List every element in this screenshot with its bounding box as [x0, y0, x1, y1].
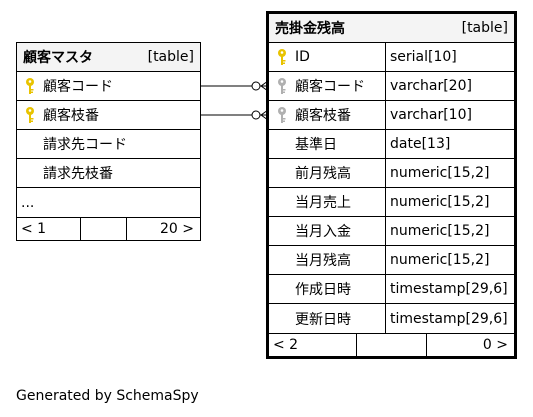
table-row[interactable]: ... — [17, 188, 200, 217]
column-type: varchar[10] — [385, 101, 514, 129]
receivable-table-name: 売掛金残高 — [275, 21, 345, 37]
customer-parents-count[interactable]: < 1 — [21, 221, 47, 237]
column-type: numeric[15,2] — [385, 246, 514, 274]
column-type: varchar[20] — [385, 72, 514, 100]
customer-master-table[interactable]: 顧客マスタ [table] 顧客コード顧客枝番請求先コード請求先枝番... < … — [16, 42, 201, 241]
customer-table-type: [table] — [147, 49, 194, 65]
customer-children-count[interactable]: 20 > — [160, 221, 194, 237]
receivable-children-count[interactable]: 0 > — [482, 337, 508, 353]
relationship-customer-code — [201, 80, 269, 92]
primary-key-icon — [275, 48, 289, 66]
foreign-key-icon — [275, 106, 289, 124]
relationship-customer-branch — [201, 109, 269, 121]
column-type: numeric[15,2] — [385, 188, 514, 216]
column-name: 当月売上 — [295, 195, 351, 211]
column-type: numeric[15,2] — [385, 217, 514, 245]
table-row[interactable]: 更新日時 timestamp[29,6] — [269, 304, 514, 333]
column-name-cell: 当月売上 — [269, 188, 385, 216]
table-row[interactable]: 顧客コード — [17, 72, 200, 101]
customer-footer-middle — [80, 218, 127, 240]
column-type: serial[10] — [385, 43, 514, 71]
column-name: 顧客枝番 — [43, 108, 99, 124]
column-name-cell: 請求先枝番 — [17, 159, 200, 187]
column-name-cell: 顧客枝番 — [269, 101, 385, 129]
table-row[interactable]: ID serial[10] — [269, 43, 514, 72]
column-name: 基準日 — [295, 137, 337, 153]
column-name: 作成日時 — [295, 282, 351, 298]
column-name-cell: 前月残高 — [269, 159, 385, 187]
table-row[interactable]: 当月残高 numeric[15,2] — [269, 246, 514, 275]
table-row[interactable]: 基準日 date[13] — [269, 130, 514, 159]
column-type: timestamp[29,6] — [385, 275, 514, 303]
column-type: date[13] — [385, 130, 514, 158]
table-row[interactable]: 作成日時 timestamp[29,6] — [269, 275, 514, 304]
column-name-cell: 更新日時 — [269, 304, 385, 333]
table-row[interactable]: 顧客枝番 — [17, 101, 200, 130]
column-name: 当月残高 — [295, 253, 351, 269]
column-name-cell: ID — [269, 43, 385, 71]
table-row[interactable]: 請求先コード — [17, 130, 200, 159]
column-name-cell: 基準日 — [269, 130, 385, 158]
column-name: ... — [21, 194, 35, 211]
column-name: 更新日時 — [295, 311, 351, 328]
column-name-cell: 顧客コード — [269, 72, 385, 100]
column-name-cell: 当月入金 — [269, 217, 385, 245]
primary-key-icon — [23, 106, 37, 124]
primary-key-icon — [23, 77, 37, 95]
customer-table-header[interactable]: 顧客マスタ [table] — [17, 43, 200, 72]
column-type: timestamp[29,6] — [385, 304, 514, 333]
column-name: 顧客コード — [43, 79, 113, 95]
receivable-table-header[interactable]: 売掛金残高 [table] — [269, 14, 514, 43]
receivable-parents-count[interactable]: < 2 — [273, 337, 299, 353]
column-name: 顧客枝番 — [295, 108, 351, 124]
customer-table-footer: < 1 20 > — [17, 217, 200, 240]
table-row[interactable]: 前月残高 numeric[15,2] — [269, 159, 514, 188]
receivable-table-footer: < 2 0 > — [269, 333, 514, 356]
generated-by-caption: Generated by SchemaSpy — [16, 388, 199, 404]
table-row[interactable]: 顧客枝番 varchar[10] — [269, 101, 514, 130]
customer-table-name: 顧客マスタ — [23, 50, 93, 66]
table-row[interactable]: 顧客コード varchar[20] — [269, 72, 514, 101]
column-name-cell: 顧客コード — [17, 72, 200, 100]
column-name-cell: ... — [17, 188, 200, 217]
column-name: ID — [295, 49, 310, 65]
receivable-balance-table[interactable]: 売掛金残高 [table] ID serial[10] 顧客コード varchar[2… — [266, 11, 517, 359]
column-type: numeric[15,2] — [385, 159, 514, 187]
receivable-table-type: [table] — [461, 20, 508, 36]
column-name: 前月残高 — [295, 166, 351, 182]
table-row[interactable]: 請求先枝番 — [17, 159, 200, 188]
column-name-cell: 請求先コード — [17, 130, 200, 158]
column-name-cell: 顧客枝番 — [17, 101, 200, 129]
receivable-footer-middle — [356, 334, 427, 356]
column-name: 顧客コード — [295, 79, 365, 95]
table-row[interactable]: 当月売上 numeric[15,2] — [269, 188, 514, 217]
table-row[interactable]: 当月入金 numeric[15,2] — [269, 217, 514, 246]
column-name-cell: 作成日時 — [269, 275, 385, 303]
column-name: 当月入金 — [295, 224, 351, 240]
column-name: 請求先コード — [43, 137, 127, 153]
column-name: 請求先枝番 — [43, 166, 113, 182]
column-name-cell: 当月残高 — [269, 246, 385, 274]
foreign-key-icon — [275, 77, 289, 95]
